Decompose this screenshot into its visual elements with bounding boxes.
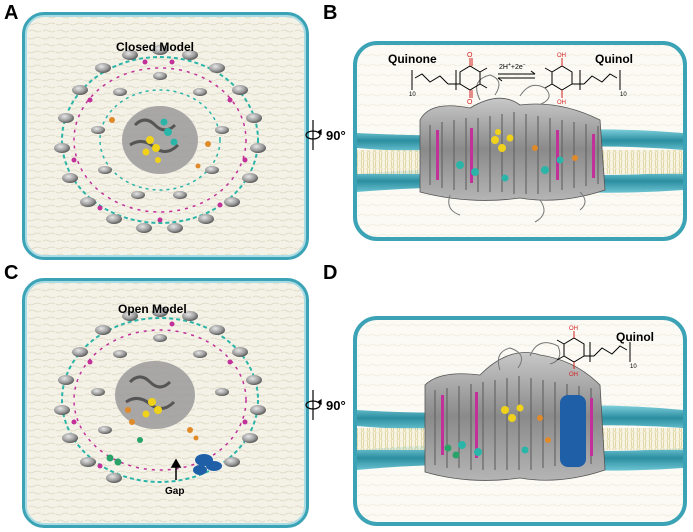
svg-text:2H++2e−: 2H++2e− bbox=[499, 62, 526, 71]
protein-side-b bbox=[419, 74, 606, 223]
gap-label: Gap bbox=[165, 486, 184, 497]
subscript-left: 10 bbox=[409, 92, 416, 98]
panel-letter-b: B bbox=[323, 2, 338, 24]
gap-helices bbox=[193, 454, 222, 475]
rotate-90-icon-top bbox=[305, 120, 322, 150]
panel-a-title: Closed Model bbox=[116, 40, 194, 54]
panel-a bbox=[22, 12, 309, 260]
rotation-label-top: 90° bbox=[326, 128, 346, 143]
quinone-structure bbox=[411, 58, 488, 98]
quinol-label-b: Quinol bbox=[595, 52, 633, 66]
quinone-label: Quinone bbox=[388, 52, 437, 66]
panel-letter-d: D bbox=[323, 262, 338, 284]
svg-text:OH: OH bbox=[569, 326, 578, 332]
subscript-right: 10 bbox=[620, 92, 627, 98]
gap-helices-side bbox=[560, 395, 586, 467]
panel-c-title: Open Model bbox=[118, 302, 187, 316]
rotation-label-bottom: 90° bbox=[326, 398, 346, 413]
svg-text:OH: OH bbox=[569, 372, 578, 378]
panel-b: Quinone Quinol 2H++2e− 10 O O bbox=[353, 41, 687, 241]
quinol-label-d: Quinol bbox=[616, 330, 654, 344]
protein-ring-closed bbox=[54, 45, 266, 233]
quinol-structure-b bbox=[544, 58, 621, 98]
panel-c: Open Model Gap bbox=[22, 278, 309, 528]
svg-text:OH: OH bbox=[557, 100, 566, 106]
panel-d: Quinol 10 OH OH bbox=[353, 316, 687, 526]
protein-side-d bbox=[424, 342, 606, 481]
panel-letter-c: C bbox=[4, 262, 19, 284]
protein-ring-open bbox=[54, 307, 266, 483]
panel-letter-a: A bbox=[4, 2, 19, 24]
svg-text:OH: OH bbox=[557, 53, 566, 59]
svg-text:O: O bbox=[467, 52, 473, 59]
svg-text:O: O bbox=[467, 99, 473, 106]
reaction-equilibrium-arrow: 2H++2e− bbox=[497, 62, 536, 82]
gap-arrow bbox=[170, 458, 182, 480]
subscript-d: 10 bbox=[630, 364, 637, 370]
quinol-structure-d bbox=[556, 331, 631, 369]
rotate-90-icon-bottom bbox=[305, 390, 322, 420]
